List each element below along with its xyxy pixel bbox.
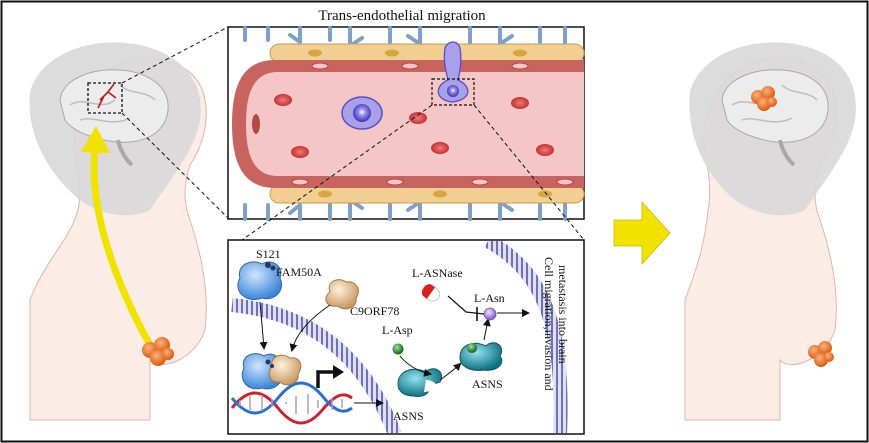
outcome-label: Cell migration,invasion and metastasis i… [542, 257, 570, 391]
label-asns-1: ASNS [393, 409, 424, 423]
left-person-figure [29, 42, 207, 421]
nuclear-complex [241, 353, 302, 390]
brain-vessel-icon [97, 83, 117, 109]
zoom-line-right [473, 104, 585, 241]
label-s121: S121 [256, 247, 281, 261]
zoom-line-bottom [121, 112, 229, 219]
brain-zoom-box [87, 82, 123, 114]
breast-tumor-icon-right [808, 341, 834, 367]
transmigrating-cell [437, 41, 469, 103]
l-asnase-drug-icon [421, 284, 441, 302]
metastasis-arrow [90, 149, 154, 347]
label-fam50a: FAM50A [276, 265, 322, 279]
transcription-arrow [316, 370, 334, 388]
label-l-asnase: L-ASNase [412, 266, 463, 280]
dna-helix-icon [230, 381, 353, 425]
label-c9orf78: C9ORF78 [350, 304, 399, 318]
breast-tumor-icon [142, 337, 174, 366]
l-asn-molecule [483, 307, 497, 321]
label-asns-2: ASNS [472, 377, 503, 391]
red-blood-cells [274, 94, 554, 158]
outcome-line-2: metastasis into brain [556, 265, 570, 364]
brain-metastasis-icon [751, 86, 777, 111]
metastasis-arrow-head [81, 126, 110, 153]
vessel-zoom-box [431, 78, 475, 106]
s121-fam50a-complex [237, 261, 282, 300]
circulating-tumor-cell [341, 96, 383, 130]
zoom-line-top [121, 26, 229, 84]
label-l-asn: L-Asn [474, 291, 505, 305]
l-asp-molecule [392, 343, 404, 355]
mechanism-panel: S121 FAM50A C9ORF78 L-Asp L-ASNase L-Asn… [227, 239, 585, 435]
diagram-title: Trans-endothelial migration [318, 8, 486, 24]
asns-enzyme-2 [459, 342, 503, 371]
progression-arrow [613, 200, 671, 266]
right-person-figure [684, 42, 856, 421]
outcome-line-1: Cell migration,invasion and [542, 257, 556, 391]
cell-membrane [484, 241, 568, 433]
label-l-asp: L-Asp [382, 323, 413, 337]
